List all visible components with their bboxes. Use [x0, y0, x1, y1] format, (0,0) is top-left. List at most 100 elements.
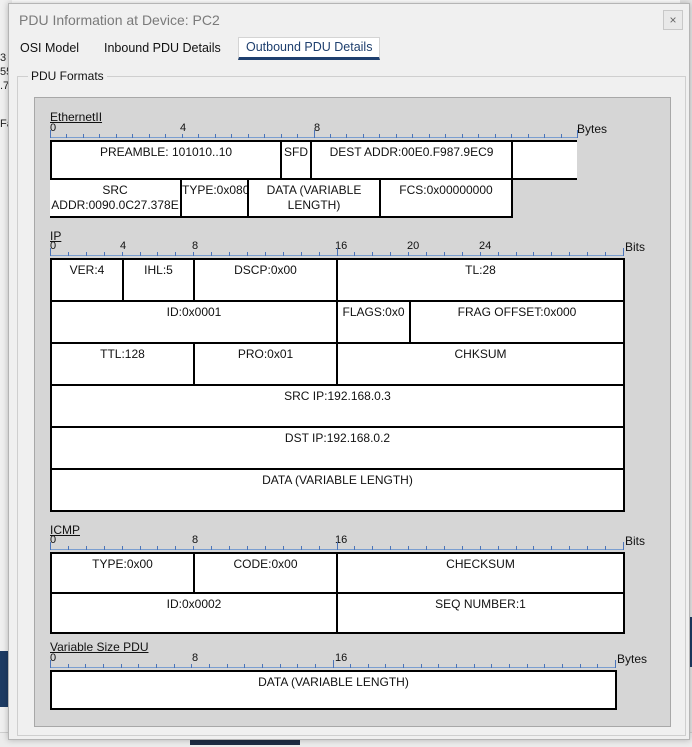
field-type[interactable]: TYPE:0x0800	[180, 178, 249, 218]
ruler-tick	[336, 542, 338, 550]
ruler-tick	[403, 664, 405, 668]
ruler-tick	[313, 130, 315, 138]
ruler-tick	[569, 252, 571, 256]
ruler-tick	[479, 546, 481, 550]
field-icmp-code[interactable]: CODE:0x00	[193, 552, 338, 594]
title-bar: PDU Information at Device: PC2 ×	[9, 4, 689, 34]
ruler-tick	[533, 252, 535, 256]
field-sfd[interactable]: SFD	[280, 140, 312, 180]
field-icmp-seq[interactable]: SEQ NUMBER:1	[336, 592, 625, 634]
field-dest-addr[interactable]: DEST ADDR:00E0.F987.9EC9	[310, 140, 513, 180]
field-chksum[interactable]: CHKSUM	[336, 342, 625, 386]
ruler-tick	[350, 664, 352, 668]
ruler-tick	[412, 134, 414, 138]
ruler-tick	[623, 542, 624, 550]
ruler-tick	[103, 252, 105, 256]
ruler-unit: Bits	[625, 240, 646, 254]
ruler-unit: Bits	[625, 534, 646, 548]
ruler-tick	[587, 546, 589, 550]
ruler-tick	[67, 546, 69, 550]
ip-ruler: 0 4 8 16 20 24 Bits	[50, 240, 650, 258]
ruler-number: 4	[180, 122, 187, 134]
ruler-tick	[562, 664, 564, 668]
ruler-tick	[229, 546, 231, 550]
ruler-tick	[527, 134, 529, 138]
field-frag-offset[interactable]: FRAG OFFSET:0x000	[409, 300, 625, 344]
ruler-tick	[623, 248, 624, 256]
field-data[interactable]: DATA (VARIABLE LENGTH)	[247, 178, 381, 218]
ruler-number: 16	[335, 240, 348, 252]
field-id[interactable]: ID:0x0001	[50, 300, 338, 344]
ruler-tick	[318, 252, 320, 256]
ruler-tick	[461, 134, 463, 138]
ruler-tick	[50, 542, 51, 550]
ruler-tick	[214, 134, 216, 138]
ruler-tick	[50, 130, 51, 138]
ruler-tick	[479, 252, 481, 256]
ruler-tick	[66, 134, 68, 138]
ruler-number: 8	[314, 122, 321, 134]
ruler-tick	[494, 134, 496, 138]
ruler-tick	[443, 546, 445, 550]
field-icmp-checksum[interactable]: CHECKSUM	[336, 552, 625, 594]
group-title: PDU Formats	[28, 69, 107, 83]
ruler-tick	[478, 134, 480, 138]
field-empty[interactable]	[511, 140, 577, 180]
field-dscp[interactable]: DSCP:0x00	[193, 258, 338, 302]
field-ttl[interactable]: TTL:128	[50, 342, 195, 386]
field-ver[interactable]: VER:4	[50, 258, 124, 302]
ruler-tick	[157, 546, 159, 550]
ruler-tick	[173, 664, 175, 668]
field-dst-ip[interactable]: DST IP:192.168.0.2	[50, 426, 625, 470]
ruler-tick	[428, 134, 430, 138]
ruler-tick	[509, 664, 511, 668]
ruler-tick	[551, 252, 553, 256]
ruler-tick	[132, 134, 134, 138]
ruler-tick	[367, 664, 369, 668]
field-protocol[interactable]: PRO:0x01	[193, 342, 338, 386]
ruler-tick	[569, 546, 571, 550]
ruler-tick	[560, 134, 562, 138]
ruler-tick	[208, 664, 210, 668]
ruler-tick	[385, 664, 387, 668]
ruler-tick	[85, 546, 87, 550]
ruler-tick	[279, 664, 281, 668]
ruler-tick	[121, 252, 123, 256]
background-text: .7	[0, 80, 10, 92]
field-variable-data[interactable]: DATA (VARIABLE LENGTH)	[50, 670, 617, 710]
field-ihl[interactable]: IHL:5	[122, 258, 195, 302]
ruler-number: 4	[120, 240, 127, 252]
ruler-tick	[329, 134, 331, 138]
ruler-tick	[515, 252, 517, 256]
ruler-tick	[318, 546, 320, 550]
ruler-tick	[362, 134, 364, 138]
ruler-tick	[138, 664, 140, 668]
ruler-tick	[379, 134, 381, 138]
field-tl[interactable]: TL:28	[336, 258, 625, 302]
ruler-tick	[246, 252, 248, 256]
ruler-number: 0	[50, 534, 57, 546]
ruler-unit: Bytes	[617, 652, 648, 666]
tab-inbound-pdu-details[interactable]: Inbound PDU Details	[104, 41, 221, 55]
close-button[interactable]: ×	[663, 10, 683, 30]
field-icmp-id[interactable]: ID:0x0002	[50, 592, 338, 634]
ip-section-label: IP	[50, 229, 62, 243]
ruler-tick	[246, 546, 248, 550]
close-icon: ×	[669, 13, 677, 27]
field-src-ip[interactable]: SRC IP:192.168.0.3	[50, 384, 625, 428]
ruler-tick	[244, 664, 246, 668]
field-ip-data[interactable]: DATA (VARIABLE LENGTH)	[50, 468, 625, 512]
ruler-tick	[461, 546, 463, 550]
ruler-tick	[605, 546, 607, 550]
ruler-tick	[395, 134, 397, 138]
field-src-addr[interactable]: SRC ADDR:0090.0C27.378E	[50, 178, 182, 218]
ruler-number: 16	[335, 652, 348, 664]
ruler-tick	[544, 664, 546, 668]
pdu-canvas[interactable]: EthernetII 0 4 8 Bytes PREAMBLE: 101010.…	[34, 97, 671, 727]
tab-osi-model[interactable]: OSI Model	[20, 41, 80, 55]
tab-outbound-pdu-details[interactable]: Outbound PDU Details	[238, 37, 381, 60]
field-preamble[interactable]: PREAMBLE: 101010..10	[50, 140, 282, 180]
field-fcs[interactable]: FCS:0x00000000	[379, 178, 513, 218]
field-flags[interactable]: FLAGS:0x0	[336, 300, 411, 344]
field-icmp-type[interactable]: TYPE:0x00	[50, 552, 195, 594]
